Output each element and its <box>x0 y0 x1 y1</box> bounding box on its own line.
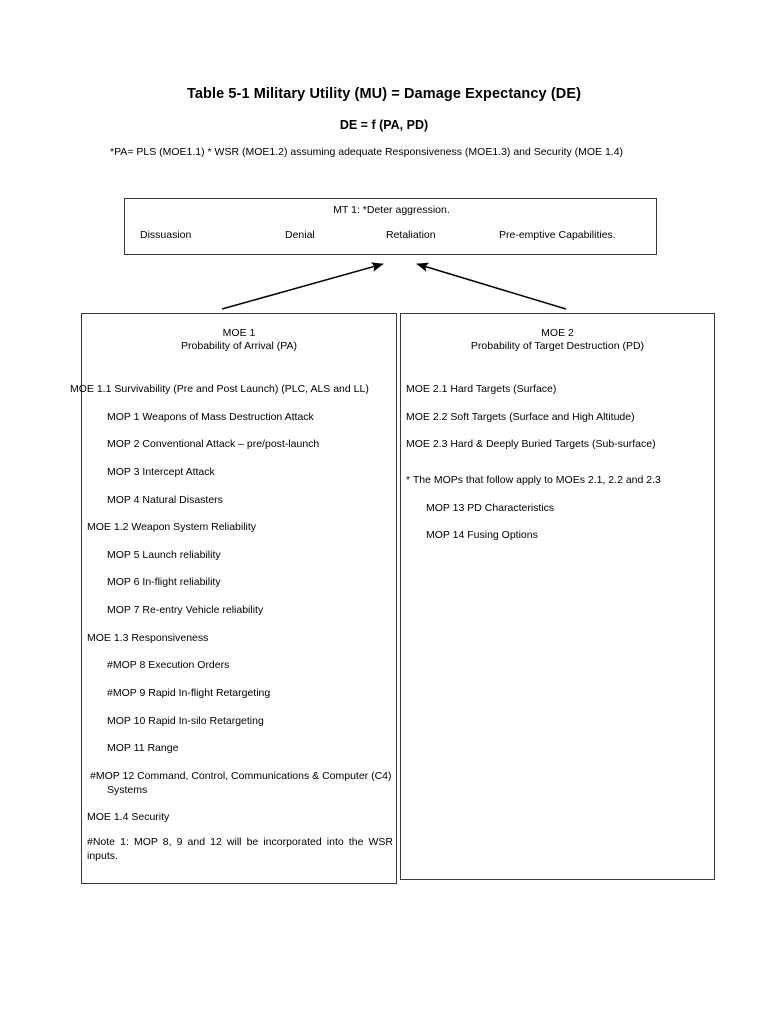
list-item: #MOP 9 Rapid In-flight Retargeting <box>107 687 271 700</box>
list-item: MOP 2 Conventional Attack – pre/post-lau… <box>107 438 320 451</box>
list-item: MOP 4 Natural Disasters <box>107 493 223 506</box>
formula-footnote: *PA= PLS (MOE1.1) * WSR (MOE1.2) assumin… <box>110 146 624 158</box>
list-item: MOE 2.2 Soft Targets (Surface and High A… <box>406 410 635 423</box>
moe2-heading: MOE 2 <box>541 327 574 339</box>
moe2-header: MOE 2 Probability of Target Destruction … <box>401 314 714 353</box>
moe1-heading: MOE 1 <box>222 327 256 339</box>
list-item: MOP 14 Fusing Options <box>426 529 538 542</box>
page-title: Table 5-1 Military Utility (MU) = Damage… <box>186 86 582 102</box>
list-item: MOE 2.1 Hard Targets (Surface) <box>406 383 557 395</box>
page-subtitle: DE = f (PA, PD) <box>339 118 429 132</box>
moe2-line-list: MOE 2.1 Hard Targets (Surface) MOE 2.2 So… <box>401 369 716 543</box>
mt1-title: MT 1: *Deter aggression. <box>333 204 450 216</box>
list-item: MOP 5 Launch reliability <box>107 548 221 561</box>
mt1-column-dissuasion: Dissuasion <box>140 229 192 241</box>
mt1-column-retaliation: Retaliation <box>386 229 436 241</box>
list-item: MOE 1.3 Responsiveness <box>87 631 209 644</box>
moe1-note: #Note 1: MOP 8, 9 and 12 will be incorpo… <box>87 836 393 863</box>
mt1-column-denial: Denial <box>285 229 315 241</box>
moe2-column: MOE 2 Probability of Target Destruction … <box>400 313 715 880</box>
list-item: MOE 1.4 Security <box>87 811 170 824</box>
list-item: #MOP 8 Execution Orders <box>107 659 230 672</box>
list-item: MOP 7 Re-entry Vehicle reliability <box>107 604 264 617</box>
moe2-subheading: Probability of Target Destruction (PD) <box>470 340 645 353</box>
list-item: MOP 6 In-flight reliability <box>107 576 221 589</box>
arrow-right-to-mt1 <box>416 262 567 310</box>
arrow-left-to-mt1 <box>221 262 384 310</box>
moe1-line-list: MOE 1.1 Survivability (Pre and Post Laun… <box>70 369 398 825</box>
mt1-column-preemptive: Pre-emptive Capabilities. <box>499 229 616 241</box>
moe1-subheading: Probability of Arrival (PA) <box>181 340 297 353</box>
list-item: MOP 10 Rapid In-silo Retargeting <box>107 714 264 727</box>
mt1-box: MT 1: *Deter aggression. Dissuasion Deni… <box>124 198 657 255</box>
moe1-column: MOE 1 Probability of Arrival (PA) MOE 1.… <box>70 313 398 884</box>
mt1-columns-row: Dissuasion Denial Retaliation Pre-emptiv… <box>125 229 658 249</box>
list-item: MOP 3 Intercept Attack <box>107 465 215 478</box>
list-item: #MOP 12 Command, Control, Communications… <box>90 769 392 796</box>
list-item: * The MOPs that follow apply to MOEs 2.1… <box>406 473 661 486</box>
list-item: MOE 1.2 Weapon System Reliability <box>87 521 257 534</box>
list-item: MOE 2.3 Hard & Deeply Buried Targets (Su… <box>406 438 656 451</box>
moe1-header: MOE 1 Probability of Arrival (PA) <box>82 314 396 353</box>
list-item: MOE 1.1 Survivability (Pre and Post Laun… <box>70 383 369 395</box>
list-item: MOP 1 Weapons of Mass Destruction Attack <box>107 410 314 423</box>
list-item: MOP 11 Range <box>107 742 179 755</box>
list-item: MOP 13 PD Characteristics <box>426 501 555 514</box>
